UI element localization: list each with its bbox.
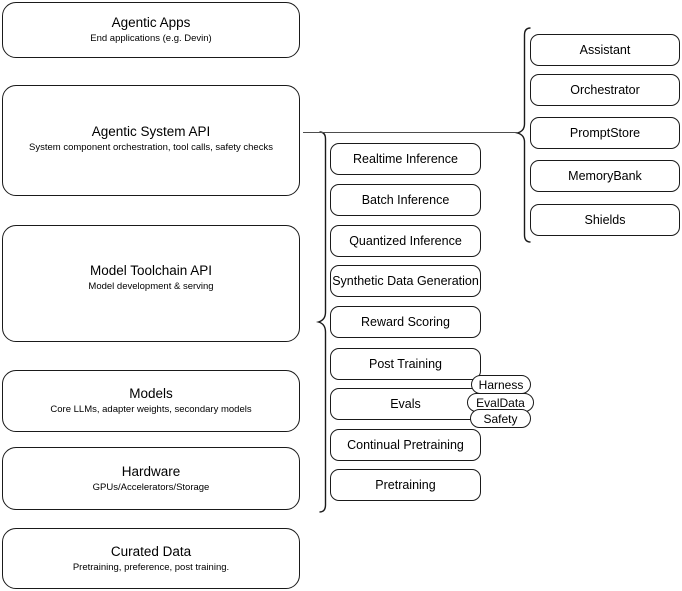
layer-model-toolchain-api[interactable]: Model Toolchain API Model development & … bbox=[2, 225, 300, 342]
layer-subtitle: Core LLMs, adapter weights, secondary mo… bbox=[50, 404, 252, 415]
layer-title: Hardware bbox=[121, 463, 181, 479]
layer-curated-data[interactable]: Curated Data Pretraining, preference, po… bbox=[2, 528, 300, 589]
component-promptstore[interactable]: PromptStore bbox=[530, 117, 680, 149]
layer-hardware[interactable]: Hardware GPUs/Accelerators/Storage bbox=[2, 447, 300, 510]
component-assistant[interactable]: Assistant bbox=[530, 34, 680, 66]
layer-subtitle: Model development & serving bbox=[88, 281, 214, 292]
layer-title: Curated Data bbox=[110, 543, 192, 559]
component-batch-inference[interactable]: Batch Inference bbox=[330, 184, 481, 216]
component-realtime-inference[interactable]: Realtime Inference bbox=[330, 143, 481, 175]
layer-agentic-apps[interactable]: Agentic Apps End applications (e.g. Devi… bbox=[2, 2, 300, 58]
layer-title: Agentic System API bbox=[91, 124, 211, 139]
eval-tag-harness[interactable]: Harness bbox=[471, 375, 531, 394]
component-synthetic-data-generation[interactable]: Synthetic Data Generation bbox=[330, 265, 481, 297]
layer-title: Models bbox=[129, 386, 173, 401]
component-orchestrator[interactable]: Orchestrator bbox=[530, 74, 680, 106]
layer-subtitle: Pretraining, preference, post training. bbox=[72, 561, 230, 573]
component-evals[interactable]: Evals bbox=[330, 388, 481, 420]
layer-agentic-system-api[interactable]: Agentic System API System component orch… bbox=[2, 85, 300, 196]
eval-tag-safety[interactable]: Safety bbox=[470, 409, 531, 428]
component-pretraining[interactable]: Pretraining bbox=[330, 469, 481, 501]
component-shields[interactable]: Shields bbox=[530, 204, 680, 236]
layer-title: Agentic Apps bbox=[111, 15, 191, 30]
component-continual-pretraining[interactable]: Continual Pretraining bbox=[330, 429, 481, 461]
component-memorybank[interactable]: MemoryBank bbox=[530, 160, 680, 192]
component-post-training[interactable]: Post Training bbox=[330, 348, 481, 380]
component-quantized-inference[interactable]: Quantized Inference bbox=[330, 225, 481, 257]
component-reward-scoring[interactable]: Reward Scoring bbox=[330, 306, 481, 338]
layer-title: Model Toolchain API bbox=[89, 263, 213, 278]
layer-models[interactable]: Models Core LLMs, adapter weights, secon… bbox=[2, 370, 300, 432]
layer-subtitle: System component orchestration, tool cal… bbox=[29, 142, 273, 153]
layer-subtitle: GPUs/Accelerators/Storage bbox=[92, 481, 210, 493]
connector-system-api-to-components bbox=[303, 132, 518, 134]
layer-subtitle: End applications (e.g. Devin) bbox=[90, 33, 212, 44]
